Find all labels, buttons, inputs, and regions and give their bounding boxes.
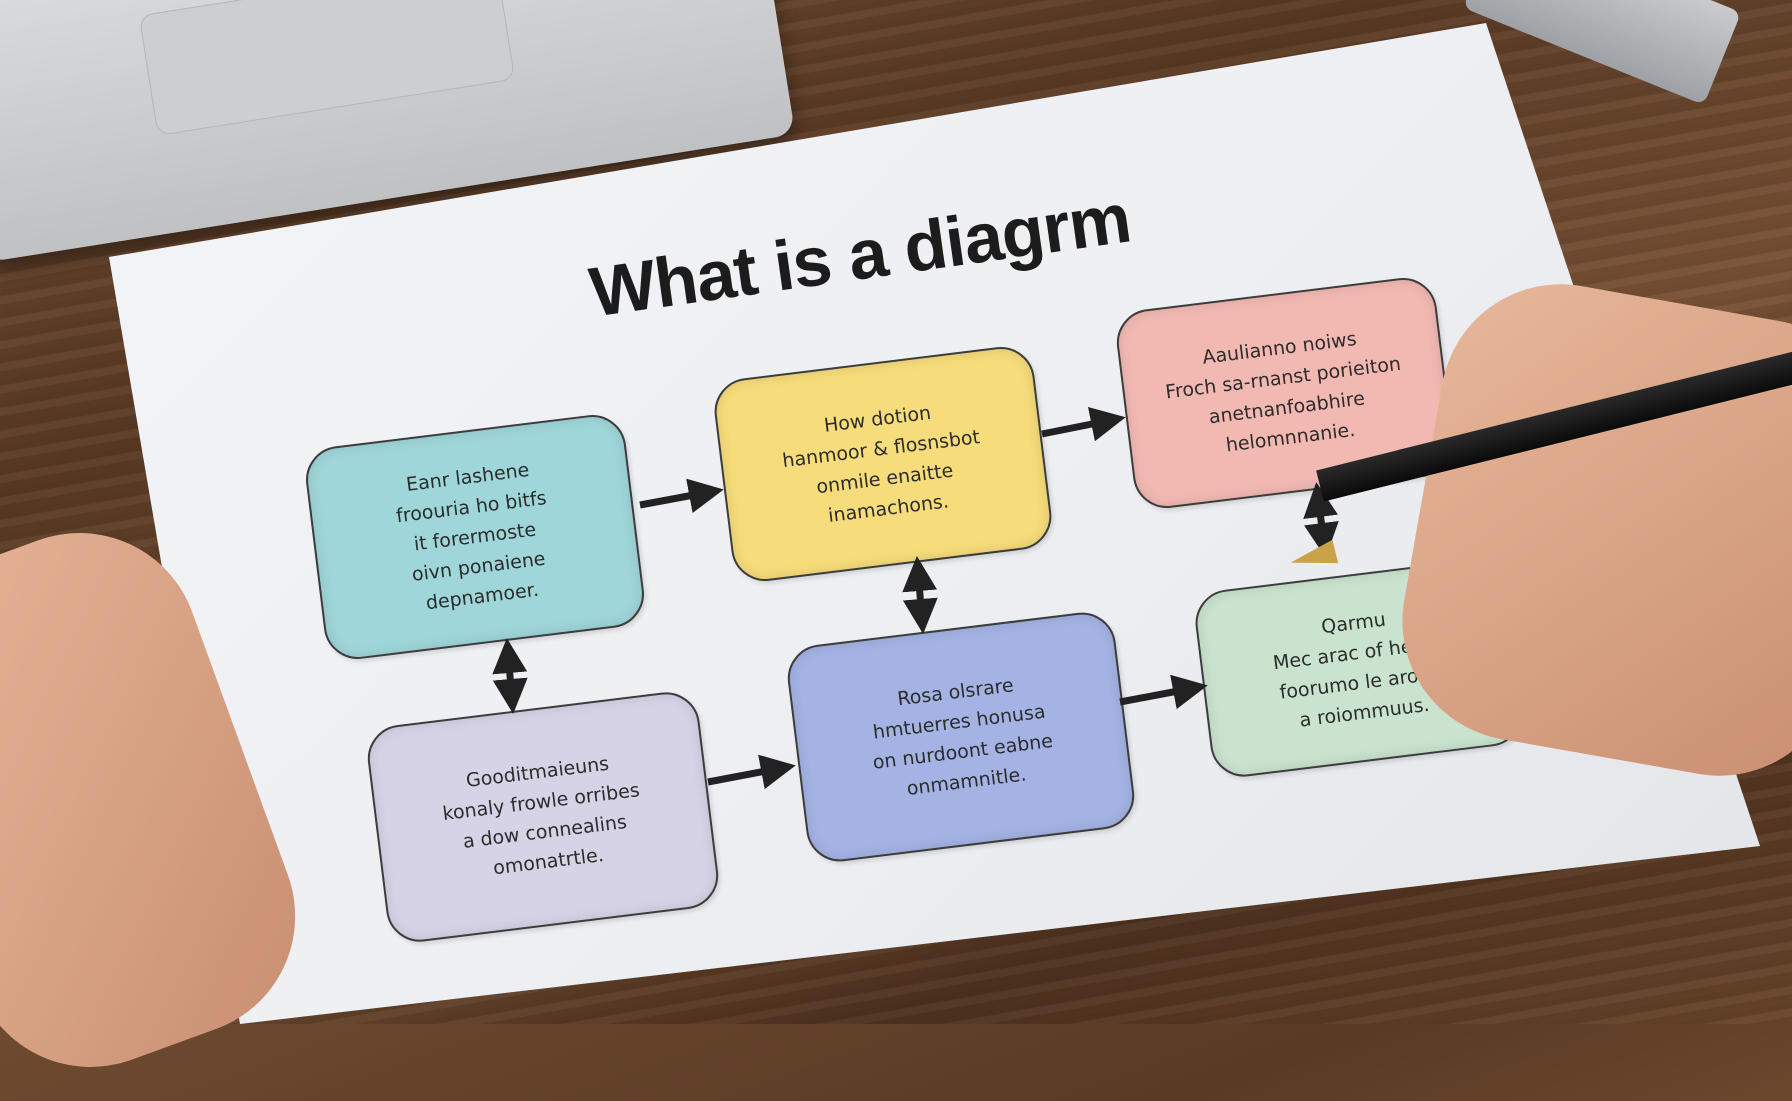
arrow-right — [707, 754, 796, 790]
arrow-right — [1119, 674, 1208, 710]
arrow-bidirectional — [1303, 482, 1339, 558]
arrow-bidirectional — [492, 638, 528, 714]
diagram-arrows — [492, 406, 1339, 790]
arrow-bidirectional — [902, 556, 938, 634]
arrow-right — [639, 478, 724, 514]
arrow-right — [1041, 406, 1126, 442]
